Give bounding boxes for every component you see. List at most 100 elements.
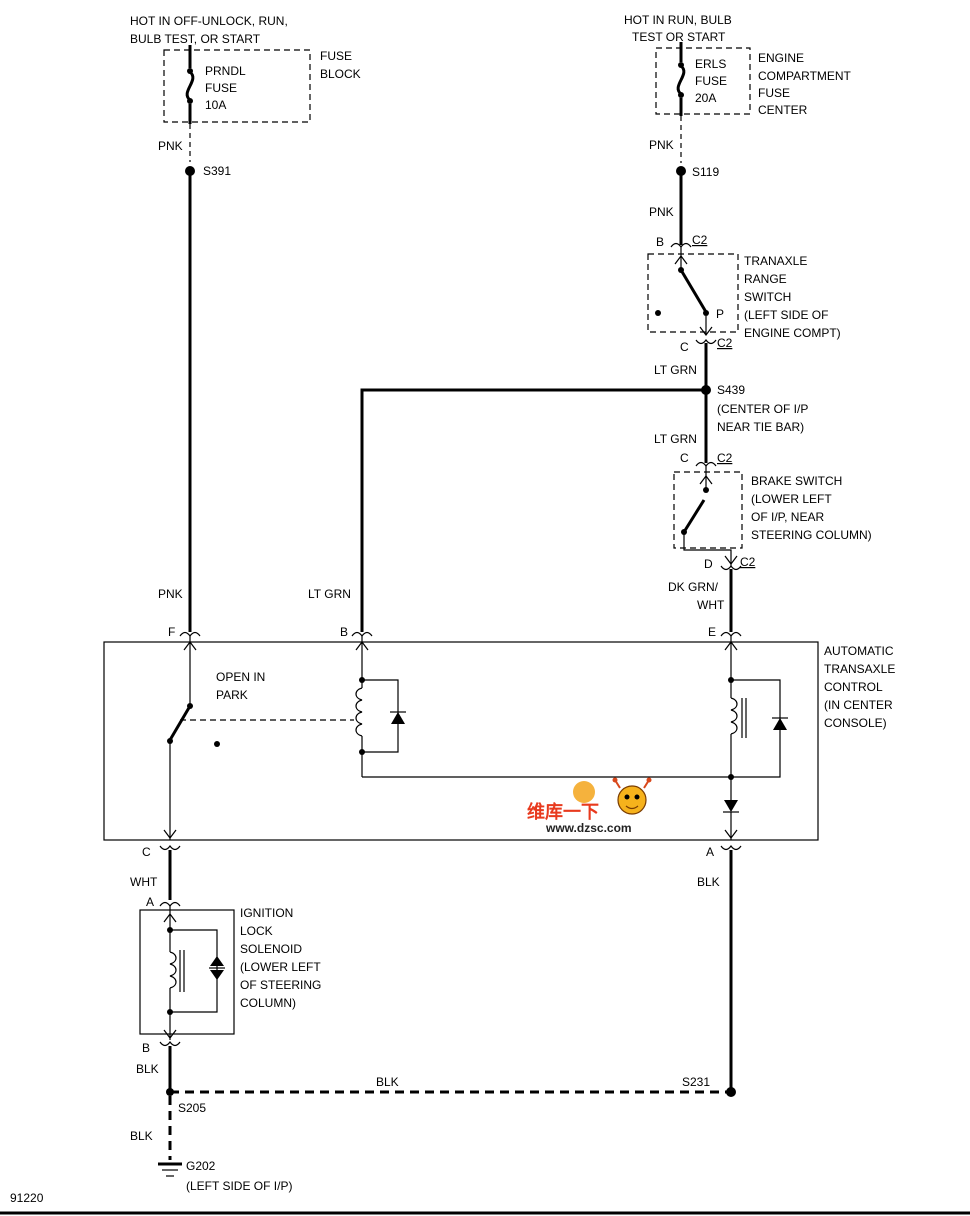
brake-switch-label: OF I/P, NEAR [751,510,824,524]
diode-icon [391,712,405,724]
wire-color-pnk: PNK [158,139,183,153]
automatic-transaxle-control: AUTOMATIC TRANSAXLE CONTROL (IN CENTER C… [103,625,895,841]
tranaxle-switch-label: RANGE [744,272,787,286]
tranaxle-switch-label: TRANAXLE [744,254,807,268]
ignition-solenoid-label: LOCK [240,924,273,938]
connector-c2-label: C2 [717,451,733,465]
brake-switch-box [673,471,743,549]
atc-label: CONTROL [824,680,883,694]
connector-pin-c: C [142,845,151,859]
atc-label: (IN CENTER [824,698,893,712]
connector-pin-e: E [708,625,716,639]
connector-pin-b: B [656,235,664,249]
relay-coil [730,697,738,735]
zener-diode-icon [210,956,224,966]
engine-fuse-center-label: FUSE [758,86,790,100]
splice-s439-location: (CENTER OF I/P [717,402,808,416]
wire-color-lt-grn: LT GRN [654,432,697,446]
connector-c2-label: C2 [692,233,708,247]
erls-hot-label: HOT IN RUN, BULB [624,13,732,27]
engine-fuse-center-label: COMPARTMENT [758,69,852,83]
prndl-fuse-group: HOT IN OFF-UNLOCK, RUN, BULB TEST, OR ST… [130,14,361,124]
tranaxle-range-switch: B C2 P TRANAXLE RANGE SWITCH (LEFT SIDE … [647,233,841,354]
atc-label: AUTOMATIC [824,644,894,658]
brake-switch: C C2 BRAKE SWITCH (LOWER LEFT OF I/P, NE… [673,451,872,571]
tranaxle-switch-label: ENGINE COMPT) [744,326,841,340]
wire-color-lt-grn: LT GRN [654,363,697,377]
connector-pin-a: A [706,845,714,859]
watermark-url: www.dzsc.com [545,821,632,835]
prndl-hot-label: HOT IN OFF-UNLOCK, RUN, [130,14,288,28]
brake-switch-label: STEERING COLUMN) [751,528,872,542]
connector-c2-label: C2 [717,336,733,350]
prndl-fuse-label: PRNDL [205,64,246,78]
switch-position-p: P [716,307,724,321]
fuse-block-label: FUSE [320,49,352,63]
tranaxle-switch-box [647,253,739,333]
ground-g202-label: G202 [186,1159,216,1173]
ignition-solenoid-label: OF STEERING [240,978,321,992]
prndl-hot-label: BULB TEST, OR START [130,32,261,46]
splice-s205 [166,1088,174,1096]
wire-color-blk: BLK [376,1075,399,1089]
brake-switch-label: BRAKE SWITCH [751,474,842,488]
wire-color-wht: WHT [130,875,158,889]
diode-icon [724,800,738,812]
splice-s391-label: S391 [203,164,231,178]
fuse-symbol [185,70,195,102]
connector-pin-c: C [680,340,689,354]
erls-fuse-label: 20A [695,91,716,105]
fuse-block-label: BLOCK [320,67,361,81]
splice-s231 [726,1087,736,1097]
fuse-symbol [676,64,686,96]
diode-icon [773,718,787,730]
connector-pin-c: C [680,451,689,465]
relay-coil [355,687,363,737]
erls-fuse-label: ERLS [695,57,726,71]
connector-pin-b: B [340,625,348,639]
solenoid-box [139,909,235,1035]
splice-s439-location: NEAR TIE BAR) [717,420,804,434]
connector-pin-a: A [146,895,154,909]
erls-fuse-group: HOT IN RUN, BULB TEST OR START ERLS FUSE… [624,13,852,117]
splice-s231-label: S231 [682,1075,710,1089]
brake-switch-label: (LOWER LEFT [751,492,832,506]
tranaxle-switch-label: SWITCH [744,290,791,304]
engine-fuse-center-label: CENTER [758,103,808,117]
ignition-lock-solenoid: A IGNITION LOCK SOLENOID (LOWER LEFT OF … [139,895,321,1055]
atc-label: CONSOLE) [824,716,887,730]
erls-fuse-label: FUSE [695,74,727,88]
prndl-fuse-label: FUSE [205,81,237,95]
atc-label: TRANSAXLE [824,662,895,676]
watermark-logo: 维库一下 www.dzsc.com [527,777,652,835]
erls-hot-label: TEST OR START [632,30,726,44]
splice-s205-label: S205 [178,1101,206,1115]
open-in-park-label: PARK [216,688,248,702]
ignition-solenoid-label: (LOWER LEFT [240,960,321,974]
prndl-fuse-label: 10A [205,98,226,112]
solenoid-coil [169,951,177,989]
wire-color-dk-grn-wht: DK GRN/ [668,580,719,594]
splice-s119-label: S119 [692,165,719,179]
tranaxle-switch-label: (LEFT SIDE OF [744,308,828,322]
ignition-solenoid-label: COLUMN) [240,996,296,1010]
wire-color-pnk: PNK [158,587,183,601]
wire-color-blk: BLK [697,875,720,889]
fuse-block-box [163,49,311,123]
ignition-solenoid-label: IGNITION [240,906,293,920]
figure-id: 91220 [10,1191,44,1205]
connector-pin-f: F [168,625,175,639]
mascot-icon [612,777,652,815]
ignition-solenoid-label: SOLENOID [240,942,302,956]
wire-color-lt-grn: LT GRN [308,587,351,601]
wire-color-pnk: PNK [649,205,674,219]
connector-c2-label: C2 [740,555,756,569]
open-in-park-label: OPEN IN [216,670,265,684]
wire-color-pnk: PNK [649,138,674,152]
wire-color-blk: BLK [136,1062,159,1076]
engine-fuse-center-label: ENGINE [758,51,804,65]
wire-color-dk-grn-wht: WHT [697,598,725,612]
connector-pin-d: D [704,557,713,571]
atc-module-box [103,641,819,841]
